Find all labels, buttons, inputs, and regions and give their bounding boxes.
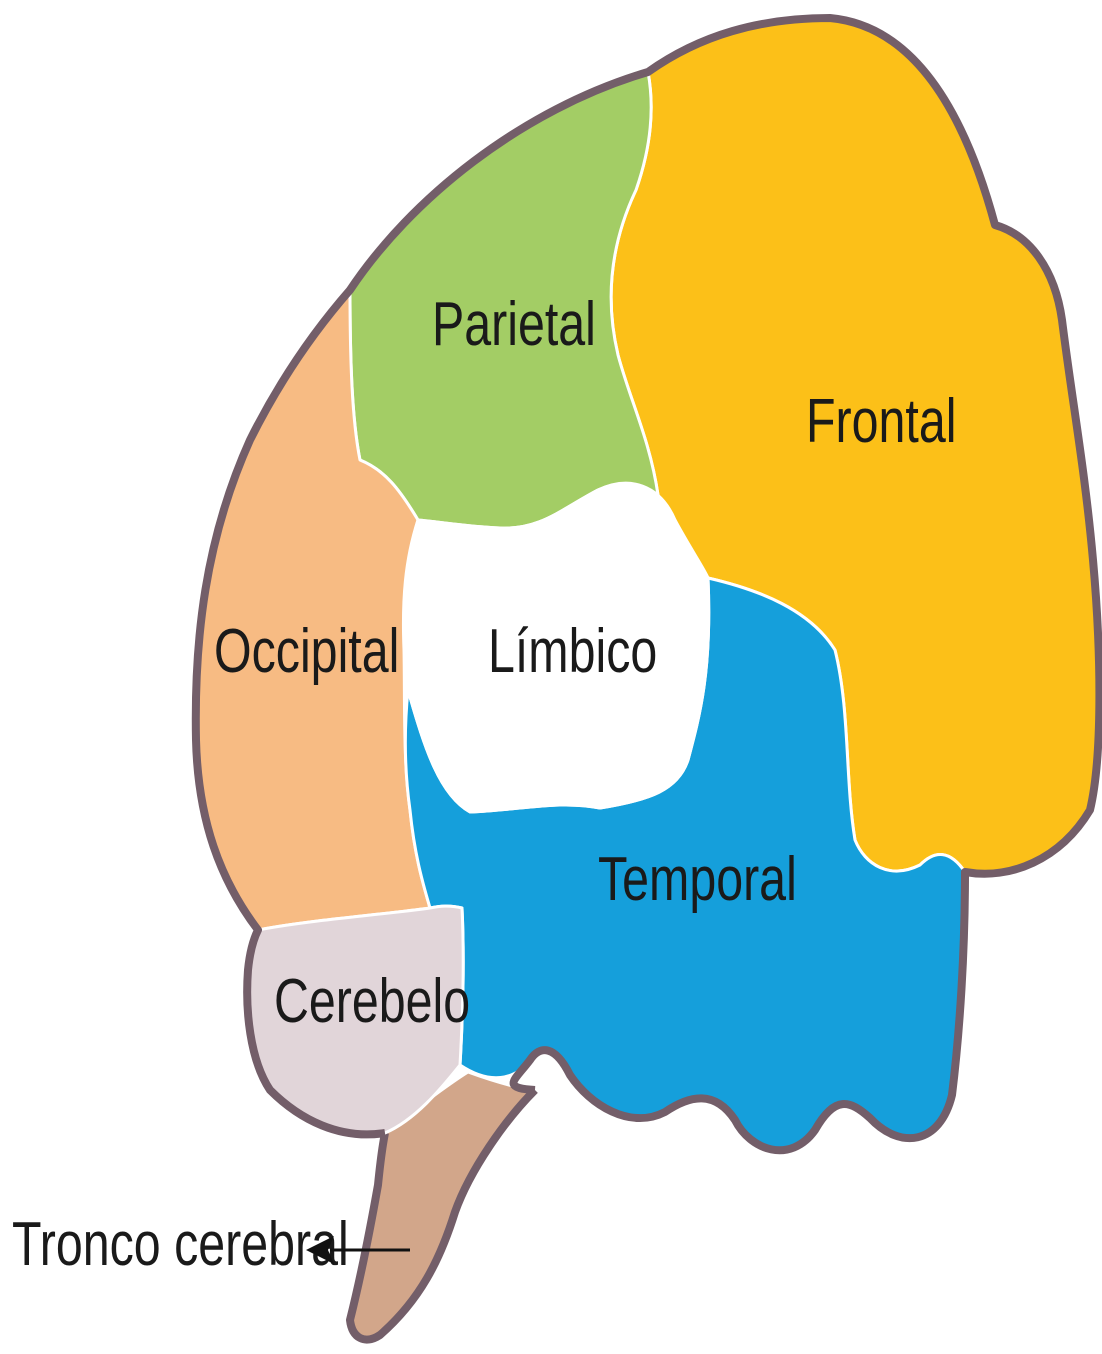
occipital-label: Occipital <box>214 616 399 685</box>
cerebelo-label: Cerebelo <box>274 966 470 1035</box>
temporal-label: Temporal <box>598 844 797 913</box>
limbico-label: Límbico <box>488 616 657 685</box>
tronco-cerebral-label: Tronco cerebral <box>12 1209 349 1278</box>
parietal-label: Parietal <box>432 289 596 358</box>
frontal-label: Frontal <box>806 386 956 455</box>
